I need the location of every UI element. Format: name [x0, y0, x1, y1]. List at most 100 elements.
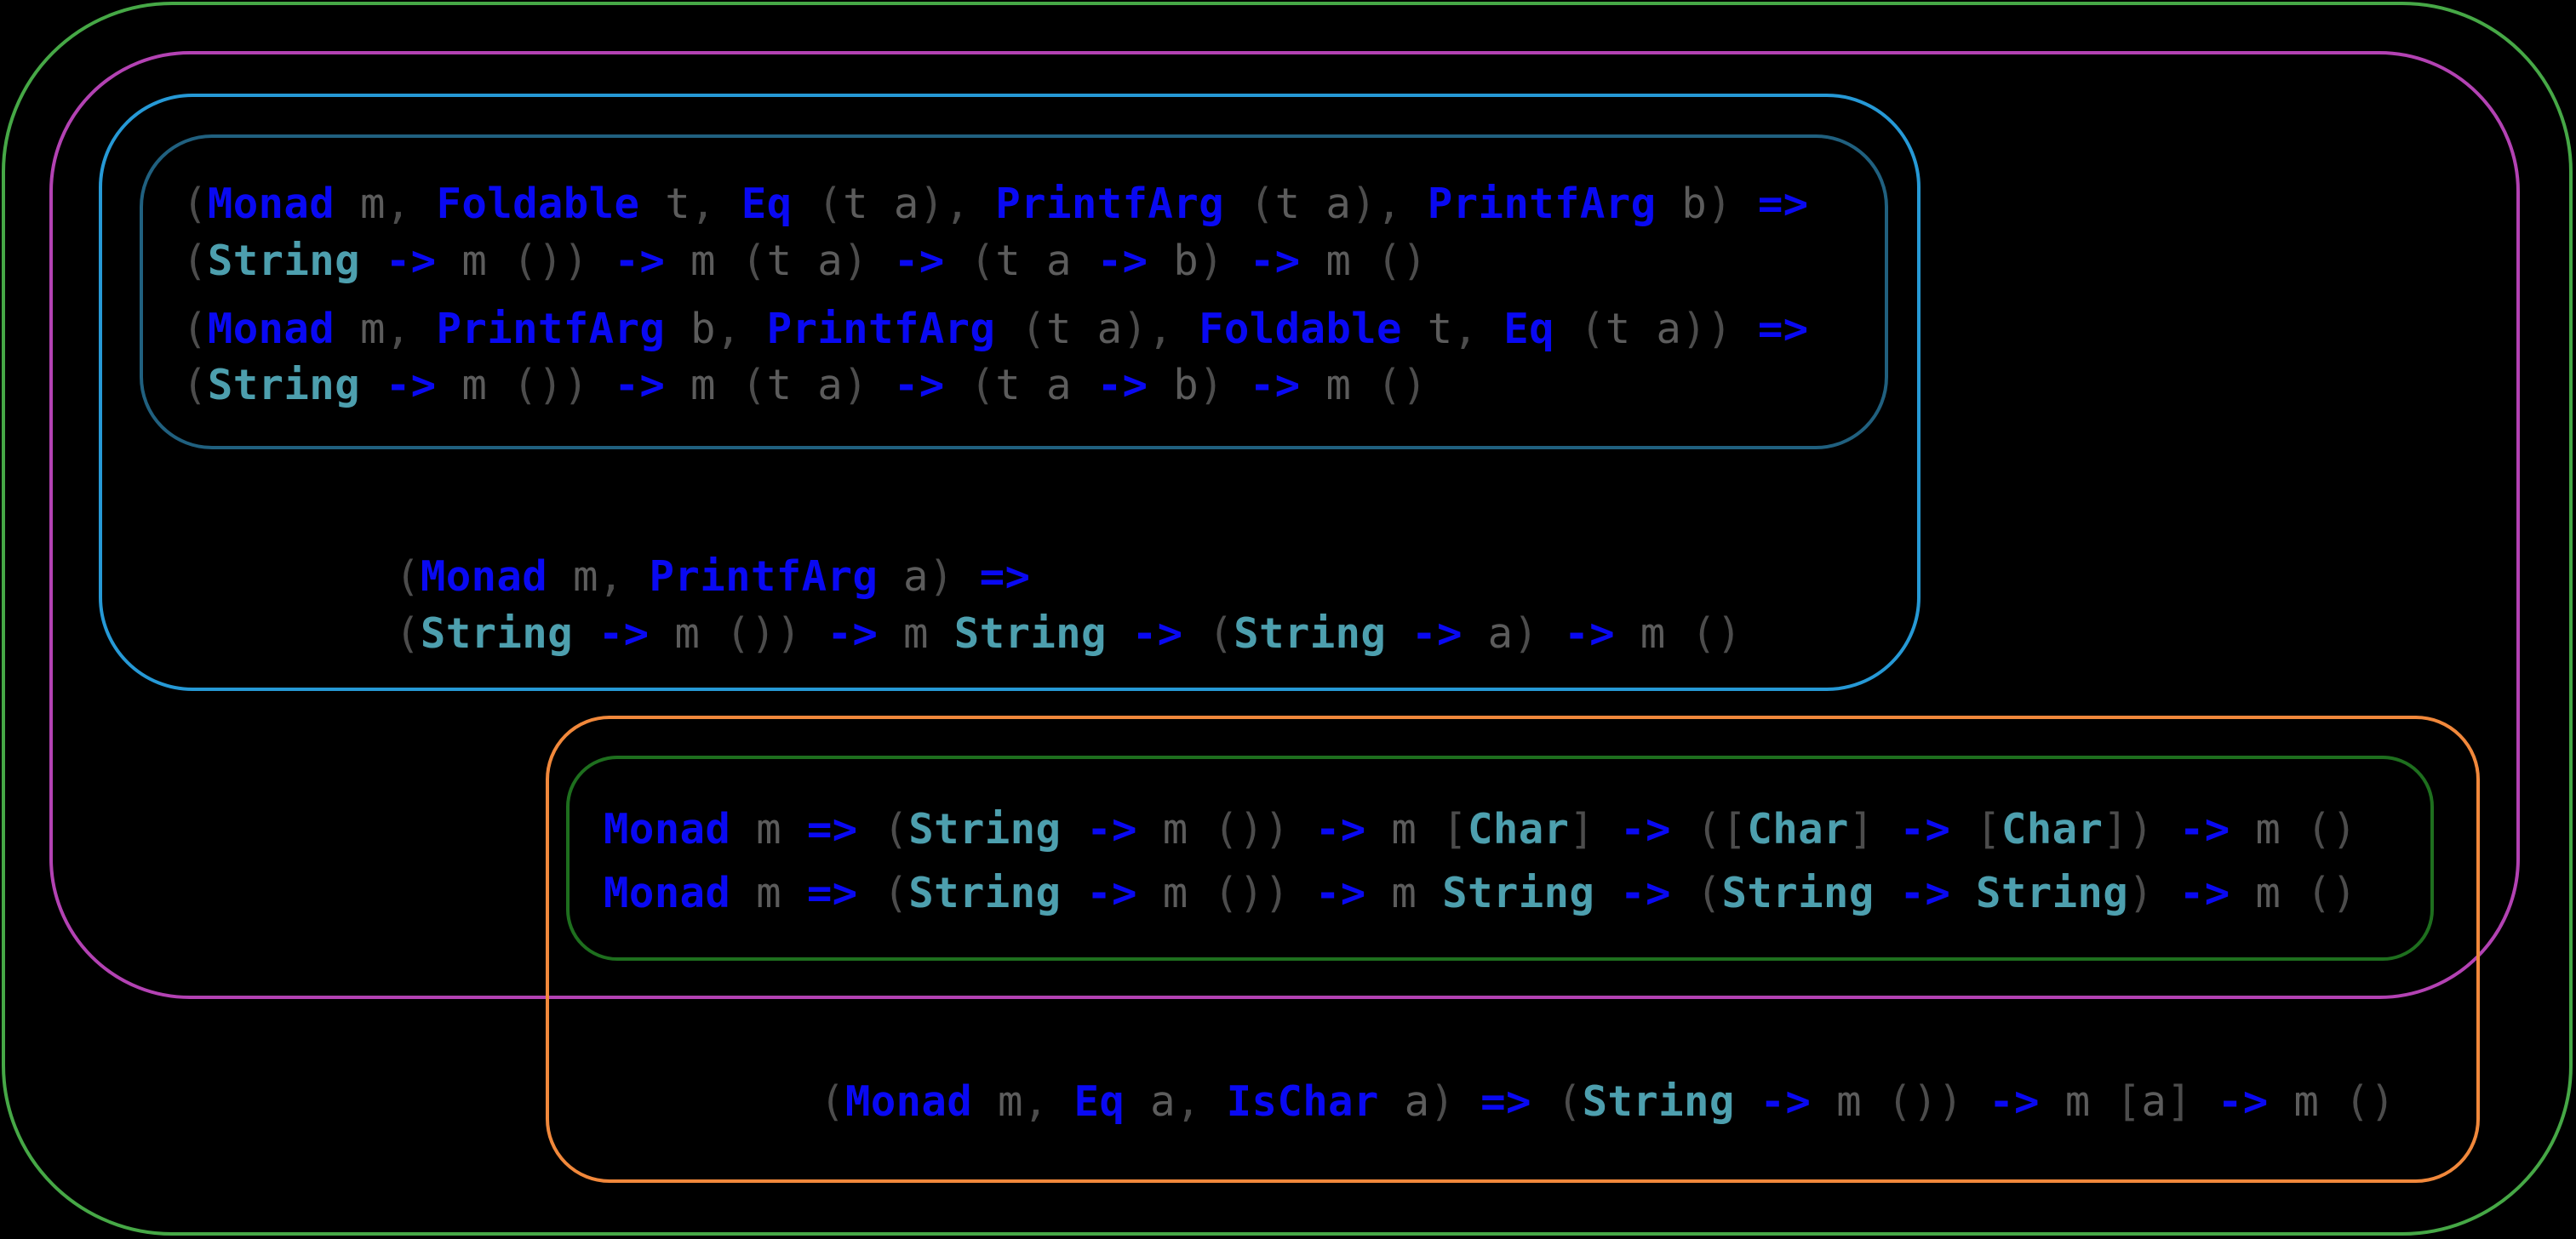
token-pun: (	[1696, 869, 1722, 917]
token-var: a	[2141, 1077, 2167, 1126]
token-pun: ,	[1452, 305, 1504, 353]
token-var: m	[2268, 1077, 2320, 1126]
token-kw: ->	[1734, 1077, 1837, 1126]
token-pun: ())	[1188, 869, 1315, 917]
token-pun: )	[1707, 180, 1758, 228]
group-border-orange	[546, 716, 2480, 1183]
token-kw: =>	[806, 805, 858, 854]
token-kw: Monad	[420, 552, 548, 601]
token-pun: )	[1429, 1077, 1481, 1126]
token-var: m	[1365, 805, 1443, 854]
token-kw: Monad	[207, 180, 335, 228]
token-pun: ))	[1681, 305, 1758, 353]
token-kw: Foldable	[1199, 305, 1402, 353]
token-kw: ->	[2178, 869, 2230, 917]
token-pun: (	[792, 180, 844, 228]
token-var: b	[665, 305, 716, 353]
token-var: m	[461, 361, 488, 409]
token-kw: ->	[1899, 805, 1951, 854]
token-pun: (	[715, 361, 767, 409]
type-signature-line: (Monad m, Foldable t, Eq (t a), PrintfAr…	[182, 176, 1809, 232]
token-kw: ->	[1314, 869, 1366, 917]
token-ty: String	[953, 609, 1107, 658]
token-var: m	[1300, 237, 1352, 285]
token-kw: ->	[1594, 869, 1697, 917]
token-kw: Monad	[844, 1077, 973, 1126]
token-kw: PrintfArg	[649, 552, 879, 601]
token-pun: (	[182, 361, 208, 409]
token-kw: ->	[1314, 805, 1366, 854]
token-var: b	[1173, 237, 1199, 285]
token-pun: (	[1223, 180, 1275, 228]
token-pun: ()	[2319, 1077, 2396, 1126]
token-var: t a	[995, 361, 1072, 409]
token-pun: ()	[1351, 237, 1428, 285]
token-var: m	[665, 237, 716, 285]
token-kw: ->	[1061, 869, 1163, 917]
token-var: m	[335, 305, 386, 353]
token-kw: Eq	[1073, 1077, 1125, 1126]
token-pun: (	[944, 237, 996, 285]
token-kw: ->	[1071, 361, 1174, 409]
type-signature-line: (Monad m, PrintfArg b, PrintfArg (t a), …	[182, 301, 1809, 357]
token-var: m	[674, 609, 701, 658]
token-pun: ,	[1022, 1077, 1074, 1126]
token-pun: (	[395, 609, 421, 658]
token-kw: =>	[806, 869, 858, 917]
token-pun: [	[2090, 1077, 2142, 1126]
token-var: t a	[1045, 305, 1123, 353]
token-pun: ]	[2167, 1077, 2218, 1126]
token-var: m	[972, 1077, 1023, 1126]
token-var: m	[1836, 1077, 1862, 1126]
token-kw: Monad	[604, 805, 731, 854]
token-kw: ->	[572, 609, 675, 658]
group-border-blue	[99, 94, 1921, 691]
token-var: b	[1173, 361, 1199, 409]
token-kw: ->	[1989, 1077, 2040, 1126]
token-ty: String	[1234, 609, 1387, 658]
token-pun: ,	[385, 180, 437, 228]
token-pun: ]	[1569, 805, 1621, 854]
token-ty: String	[1442, 869, 1595, 917]
token-pun: ),	[919, 180, 996, 228]
token-pun: (	[857, 805, 909, 854]
group-border-magenta	[49, 51, 2520, 999]
token-var: t a	[995, 237, 1072, 285]
token-var: t a	[766, 237, 844, 285]
token-pun: )	[843, 361, 894, 409]
token-kw: =>	[979, 552, 1031, 601]
token-kw: ->	[2178, 805, 2230, 854]
token-var: t a	[1605, 305, 1682, 353]
token-var: a	[1487, 609, 1514, 658]
token-var: m	[1300, 361, 1352, 409]
token-var: m	[547, 552, 598, 601]
token-pun: ])	[2103, 805, 2179, 854]
token-kw: PrintfArg	[436, 305, 666, 353]
token-kw: ->	[893, 237, 945, 285]
token-pun: (	[1208, 609, 1234, 658]
token-kw: PrintfArg	[1427, 180, 1657, 228]
token-kw: ->	[359, 237, 462, 285]
token-kw: IsChar	[1226, 1077, 1379, 1126]
token-var: m	[1365, 869, 1443, 917]
token-var: m	[461, 237, 488, 285]
token-kw: ->	[1620, 805, 1671, 854]
token-pun: ()	[2281, 805, 2357, 854]
type-signature-line: (Monad m, Eq a, IsChar a) => (String -> …	[820, 1074, 2396, 1130]
token-pun: )	[843, 237, 894, 285]
type-signature-line: Monad m => (String -> m ()) -> m [Char] …	[604, 802, 2357, 858]
token-pun: ]	[1848, 805, 1900, 854]
token-kw: ->	[359, 361, 462, 409]
token-pun: ),	[1122, 305, 1199, 353]
token-kw: ->	[614, 237, 666, 285]
token-var: t a	[843, 180, 919, 228]
token-var: m	[2039, 1077, 2091, 1126]
token-var: t a	[1274, 180, 1352, 228]
token-pun: ),	[1351, 180, 1428, 228]
token-pun: )	[928, 552, 980, 601]
type-signature-line: (String -> m ()) -> m String -> (String …	[395, 606, 1742, 662]
token-pun: (	[944, 361, 996, 409]
token-ty: Char	[2001, 805, 2104, 854]
token-var: t	[639, 180, 691, 228]
token-var: m	[2230, 805, 2281, 854]
